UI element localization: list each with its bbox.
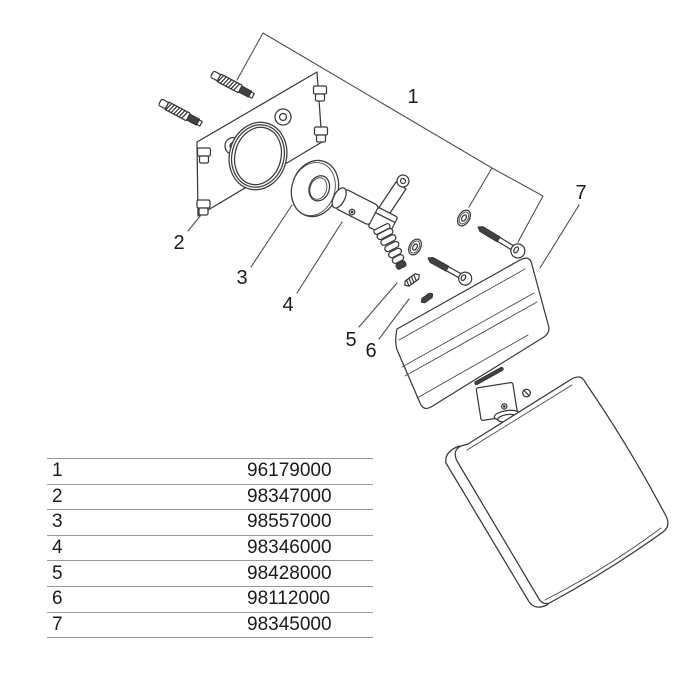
callout-1: 1 (407, 86, 418, 108)
callout-6: 6 (365, 340, 376, 362)
part-ref: 7 (52, 613, 63, 635)
callout-7: 7 (575, 182, 586, 204)
callout-labels: 1 2 3 4 5 6 7 (173, 86, 586, 362)
part-ref: 2 (52, 485, 63, 507)
fixing-screw-lower (427, 256, 473, 286)
leader-line-1 (236, 32, 493, 208)
part-ref: 1 (52, 460, 63, 482)
table-row: 6 98112000 (47, 587, 373, 613)
table-row: 4 98346000 (47, 536, 373, 562)
wall-bracket (395, 257, 550, 410)
part-number: 96179000 (247, 460, 332, 482)
callout-5: 5 (345, 329, 356, 351)
table-row: 7 98345000 (47, 613, 373, 639)
leader-line-5 (358, 282, 398, 328)
grub-screw-6 (420, 292, 434, 304)
clip-screw (522, 388, 531, 398)
part-number: 98345000 (247, 613, 332, 635)
leader-lines (187, 32, 580, 340)
threaded-stud-top (210, 70, 255, 99)
table-row: 2 98347000 (47, 485, 373, 511)
part-number: 98112000 (247, 588, 331, 610)
part-ref: 5 (52, 562, 63, 584)
bracket-slot (474, 366, 504, 386)
part-number: 98346000 (247, 537, 332, 559)
part-number: 98428000 (247, 562, 332, 584)
table-row: 3 98557000 (47, 510, 373, 536)
plate-clip (196, 147, 212, 164)
leader-line-2 (187, 214, 202, 232)
callout-4: 4 (282, 294, 293, 316)
plate-clip (313, 126, 329, 143)
washer-lower (408, 238, 422, 256)
part-number: 98557000 (247, 511, 332, 533)
threaded-stud-bottom (158, 98, 203, 127)
parts-table: 1 96179000 2 98347000 3 98557000 4 98346… (47, 458, 373, 639)
leader-line-7 (539, 204, 580, 269)
valve-cartridge-lever (331, 174, 410, 270)
grub-screw-5 (404, 273, 420, 287)
plate-clip (196, 199, 211, 216)
washer-upper (456, 209, 472, 227)
plate-clip (312, 85, 328, 102)
part-ref: 6 (52, 588, 63, 610)
callout-3: 3 (236, 267, 247, 289)
leader-line-3 (250, 204, 293, 268)
callout-2: 2 (173, 232, 184, 254)
cover-shield (445, 376, 669, 608)
part-ref: 4 (52, 537, 63, 559)
fixing-screw-upper (477, 226, 526, 259)
gasket-ear (274, 108, 292, 126)
table-row: 5 98428000 (47, 561, 373, 587)
escutcheon (290, 159, 340, 218)
seal-gasket (224, 108, 292, 191)
table-row: 1 96179000 (47, 459, 373, 485)
part-number: 98347000 (247, 485, 332, 507)
leader-line-4 (296, 221, 343, 294)
leader-line-6 (378, 298, 410, 340)
leader-line-1b (491, 167, 544, 243)
part-ref: 3 (52, 511, 63, 533)
